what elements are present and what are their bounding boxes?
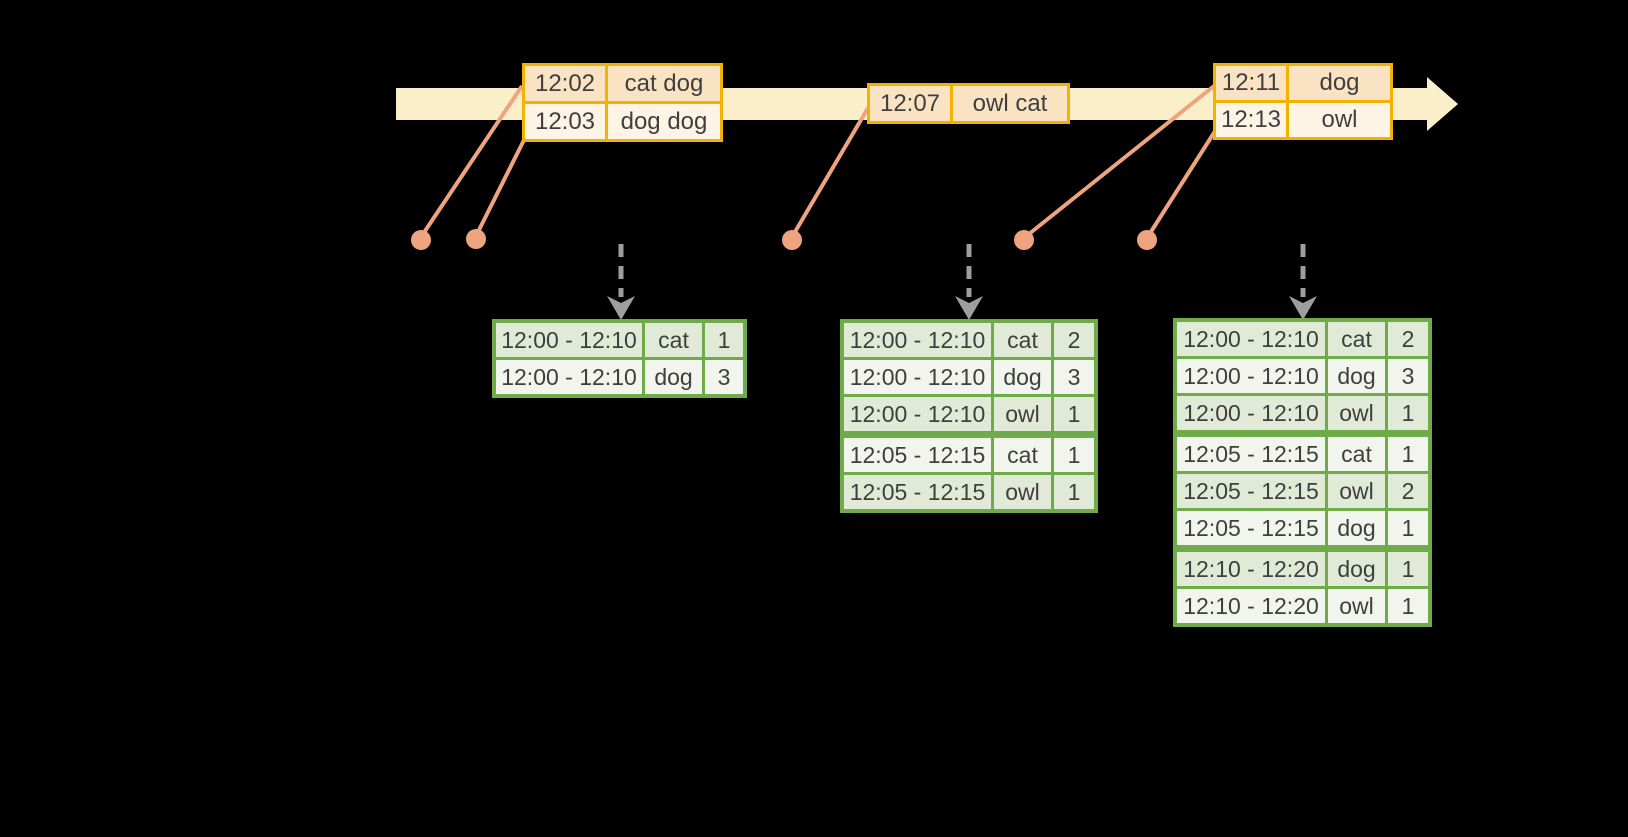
count-cell: 2 <box>1054 323 1094 357</box>
count-cell: 1 <box>1054 475 1094 509</box>
time-cell: 12:11 <box>1216 66 1286 100</box>
time-cell: 12:02 <box>525 66 605 101</box>
window-cell: 12:00 - 12:10 <box>844 397 991 431</box>
words-cell: cat dog <box>608 66 720 101</box>
word-cell: owl <box>1328 474 1385 508</box>
event-dot <box>1014 230 1034 250</box>
words-cell: owl cat <box>953 86 1067 121</box>
count-cell: 1 <box>1388 589 1428 623</box>
event-connector-line <box>1145 126 1219 240</box>
word-cell: dog <box>1328 511 1385 545</box>
event-connector-line <box>474 139 526 237</box>
window-cell: 12:05 - 12:15 <box>844 475 991 509</box>
window-cell: 12:00 - 12:10 <box>844 323 991 357</box>
word-cell: dog <box>645 360 702 394</box>
word-cell: dog <box>994 360 1051 394</box>
word-cell: owl <box>1328 396 1385 430</box>
window-cell: 12:00 - 12:10 <box>496 323 642 357</box>
window-cell: 12:05 - 12:15 <box>1177 437 1325 471</box>
event-connector-line <box>419 84 524 239</box>
word-cell: owl <box>994 475 1051 509</box>
trigger-arrow-icon <box>1289 244 1317 320</box>
word-cell: cat <box>645 323 702 357</box>
words-cell: owl <box>1289 103 1390 137</box>
event-connector-line <box>790 106 870 239</box>
window-cell: 12:00 - 12:10 <box>844 360 991 394</box>
window-cell: 12:05 - 12:15 <box>1177 474 1325 508</box>
window-cell: 12:00 - 12:10 <box>1177 322 1325 356</box>
timeline-arrowhead-icon <box>1427 77 1458 131</box>
word-cell: cat <box>994 323 1051 357</box>
window-cell: 12:05 - 12:15 <box>844 438 991 472</box>
event-dot <box>466 229 486 249</box>
window-cell: 12:10 - 12:20 <box>1177 552 1325 586</box>
word-cell: cat <box>994 438 1051 472</box>
count-cell: 1 <box>1054 438 1094 472</box>
count-cell: 3 <box>705 360 743 394</box>
count-cell: 1 <box>1054 397 1094 431</box>
count-cell: 1 <box>705 323 743 357</box>
event-dot <box>1137 230 1157 250</box>
word-cell: cat <box>1328 322 1385 356</box>
count-cell: 3 <box>1388 359 1428 393</box>
word-cell: dog <box>1328 552 1385 586</box>
words-cell: dog <box>1289 66 1390 100</box>
word-cell: owl <box>994 397 1051 431</box>
time-cell: 12:07 <box>870 86 950 121</box>
time-cell: 12:13 <box>1216 103 1286 137</box>
count-cell: 2 <box>1388 322 1428 356</box>
window-cell: 12:00 - 12:10 <box>1177 396 1325 430</box>
word-cell: owl <box>1328 589 1385 623</box>
count-cell: 1 <box>1388 437 1428 471</box>
window-cell: 12:10 - 12:20 <box>1177 589 1325 623</box>
event-dot <box>782 230 802 250</box>
window-cell: 12:00 - 12:10 <box>1177 359 1325 393</box>
event-connector-line <box>1022 84 1216 240</box>
count-cell: 1 <box>1388 396 1428 430</box>
count-cell: 1 <box>1388 511 1428 545</box>
word-cell: cat <box>1328 437 1385 471</box>
time-cell: 12:03 <box>525 104 605 139</box>
count-cell: 3 <box>1054 360 1094 394</box>
trigger-arrow-icon <box>955 244 983 320</box>
window-cell: 12:00 - 12:10 <box>496 360 642 394</box>
window-cell: 12:05 - 12:15 <box>1177 511 1325 545</box>
count-cell: 2 <box>1388 474 1428 508</box>
trigger-arrow-icon <box>607 244 635 320</box>
event-dot <box>411 230 431 250</box>
words-cell: dog dog <box>608 104 720 139</box>
count-cell: 1 <box>1388 552 1428 586</box>
word-cell: dog <box>1328 359 1385 393</box>
